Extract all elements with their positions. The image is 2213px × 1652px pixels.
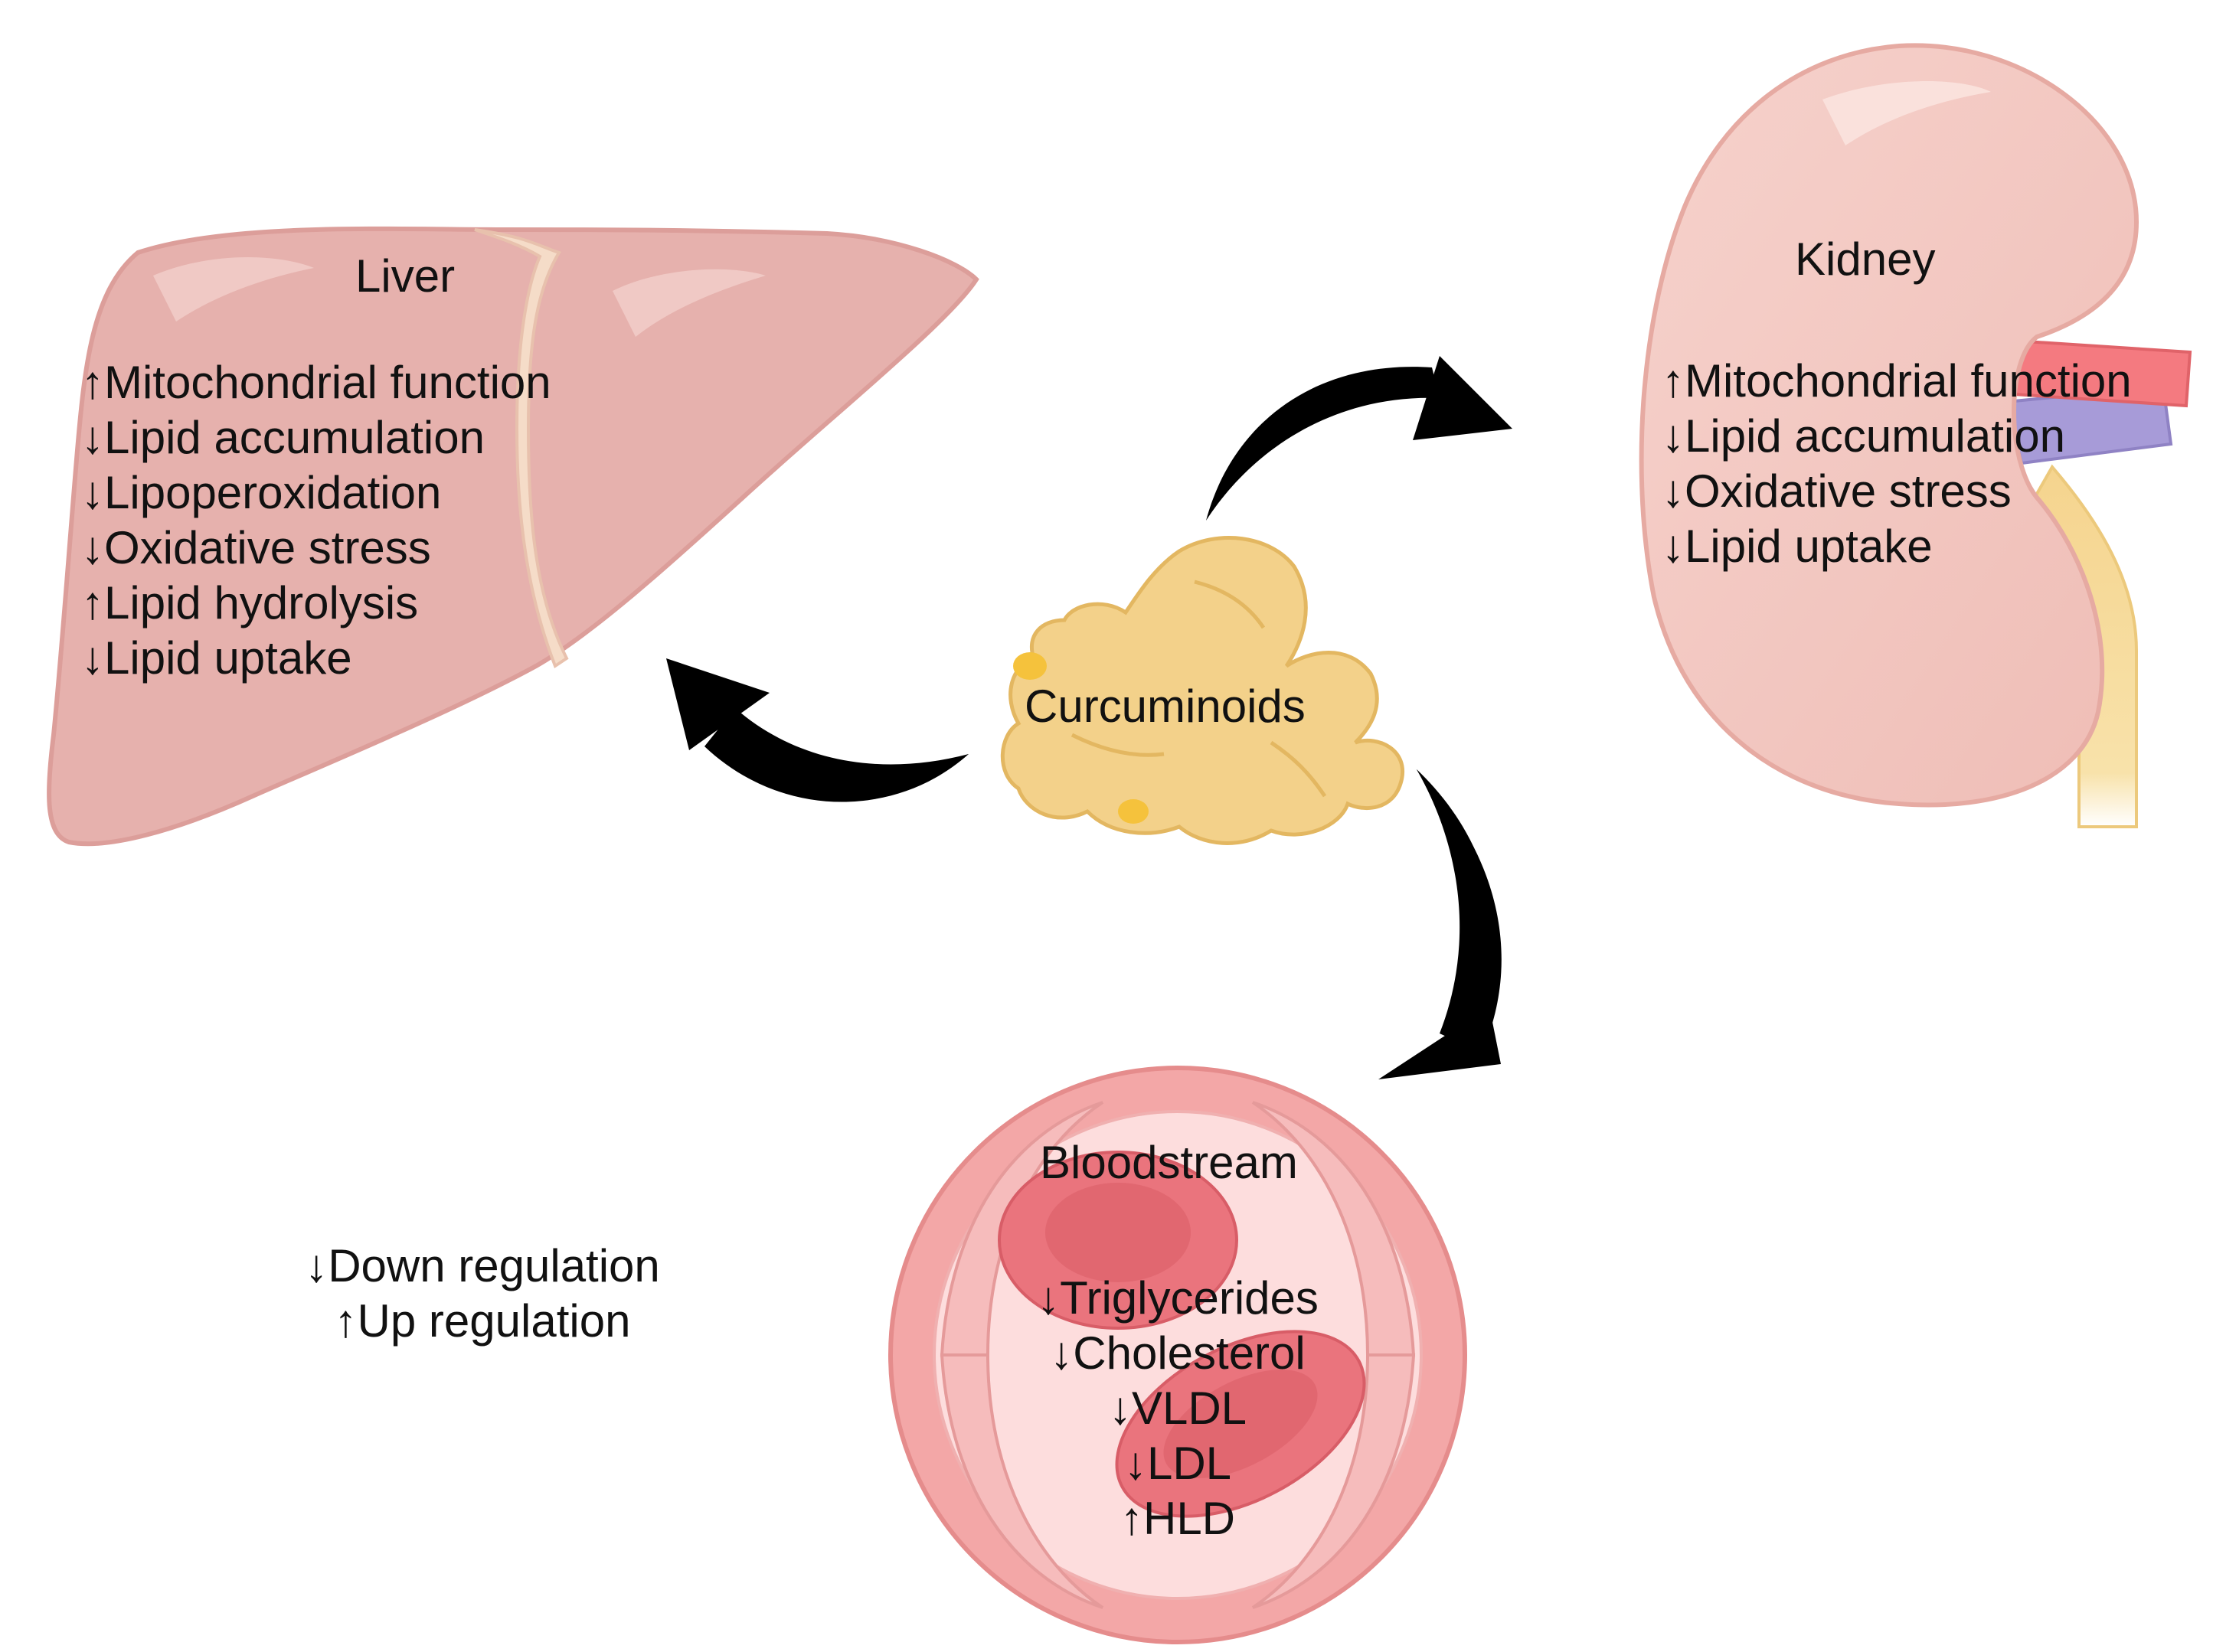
kidney-effect-item: ↓Oxidative stress bbox=[1662, 465, 2012, 517]
liver-effect-item: ↑Lipid hydrolysis bbox=[81, 577, 419, 628]
turmeric-illustration bbox=[1000, 536, 1405, 845]
red-blood-cell-center bbox=[1045, 1183, 1191, 1282]
kidney-highlight bbox=[1822, 81, 1991, 145]
turmeric-node bbox=[1013, 652, 1047, 680]
liver-ligament bbox=[474, 228, 569, 669]
kidney-title: Kidney bbox=[1795, 233, 1936, 285]
bloodstream-title: Bloodstream bbox=[1040, 1137, 1298, 1188]
liver-effect-item: ↓Lipoperoxidation bbox=[81, 467, 442, 518]
legend-down-regulation: ↓Down regulation bbox=[305, 1240, 660, 1291]
turmeric-ridge bbox=[1194, 580, 1266, 629]
arrow-to-liver bbox=[666, 658, 969, 802]
turmeric-node bbox=[1118, 799, 1149, 824]
endothelial-cell bbox=[940, 1353, 1104, 1609]
bloodstream-effect-item: ↓LDL bbox=[1123, 1438, 1232, 1489]
kidney-illustration bbox=[1639, 43, 2192, 828]
kidney-effects-list: ↑Mitochondrial function ↓Lipid accumulat… bbox=[1662, 354, 2132, 574]
bloodstream-effect-item: ↓Cholesterol bbox=[1050, 1327, 1306, 1379]
liver-effect-item: ↑Mitochondrial function bbox=[81, 357, 551, 408]
turmeric-ridge bbox=[1270, 740, 1327, 798]
blood-vessel-illustration bbox=[888, 1066, 1467, 1644]
endothelial-cell bbox=[940, 1101, 1104, 1357]
bloodstream-effect-item: ↓Triglycerides bbox=[1037, 1272, 1319, 1324]
curcuminoids-label: Curcuminoids bbox=[1025, 681, 1306, 732]
legend-up-regulation: ↑Up regulation bbox=[334, 1295, 631, 1347]
liver-effect-item: ↓Oxidative stress bbox=[81, 522, 431, 573]
bloodstream-effects-list: ↓Triglycerides ↓Cholesterol ↓VLDL ↓LDL ↑… bbox=[1025, 1271, 1331, 1546]
red-blood-cell-center bbox=[1163, 1370, 1318, 1478]
liver-highlight-right bbox=[613, 269, 766, 337]
kidney-effect-item: ↑Mitochondrial function bbox=[1662, 355, 2132, 406]
liver-effects-list: ↑Mitochondrial function ↓Lipid accumulat… bbox=[81, 355, 551, 686]
liver-shape bbox=[47, 226, 979, 847]
kidney-effect-item: ↓Lipid uptake bbox=[1662, 521, 1933, 572]
kidney-shape bbox=[1639, 43, 2139, 808]
liver-effect-item: ↓Lipid uptake bbox=[81, 632, 352, 684]
liver-highlight-left bbox=[153, 257, 314, 322]
arrow-to-bloodstream bbox=[1378, 769, 1502, 1079]
legend: ↓Down regulation ↑Up regulation bbox=[276, 1239, 689, 1349]
bloodstream-effect-item: ↑HLD bbox=[1120, 1493, 1236, 1544]
arrow-to-kidney bbox=[1206, 356, 1512, 521]
liver-effect-item: ↓Lipid accumulation bbox=[81, 412, 485, 463]
bloodstream-effect-item: ↓VLDL bbox=[1108, 1383, 1247, 1434]
liver-illustration bbox=[47, 226, 979, 847]
endothelial-cell bbox=[1251, 1353, 1416, 1609]
endothelial-cell bbox=[1251, 1101, 1416, 1357]
liver-title: Liver bbox=[355, 250, 456, 302]
kidney-effect-item: ↓Lipid accumulation bbox=[1662, 410, 2065, 462]
turmeric-ridge bbox=[1071, 733, 1165, 757]
